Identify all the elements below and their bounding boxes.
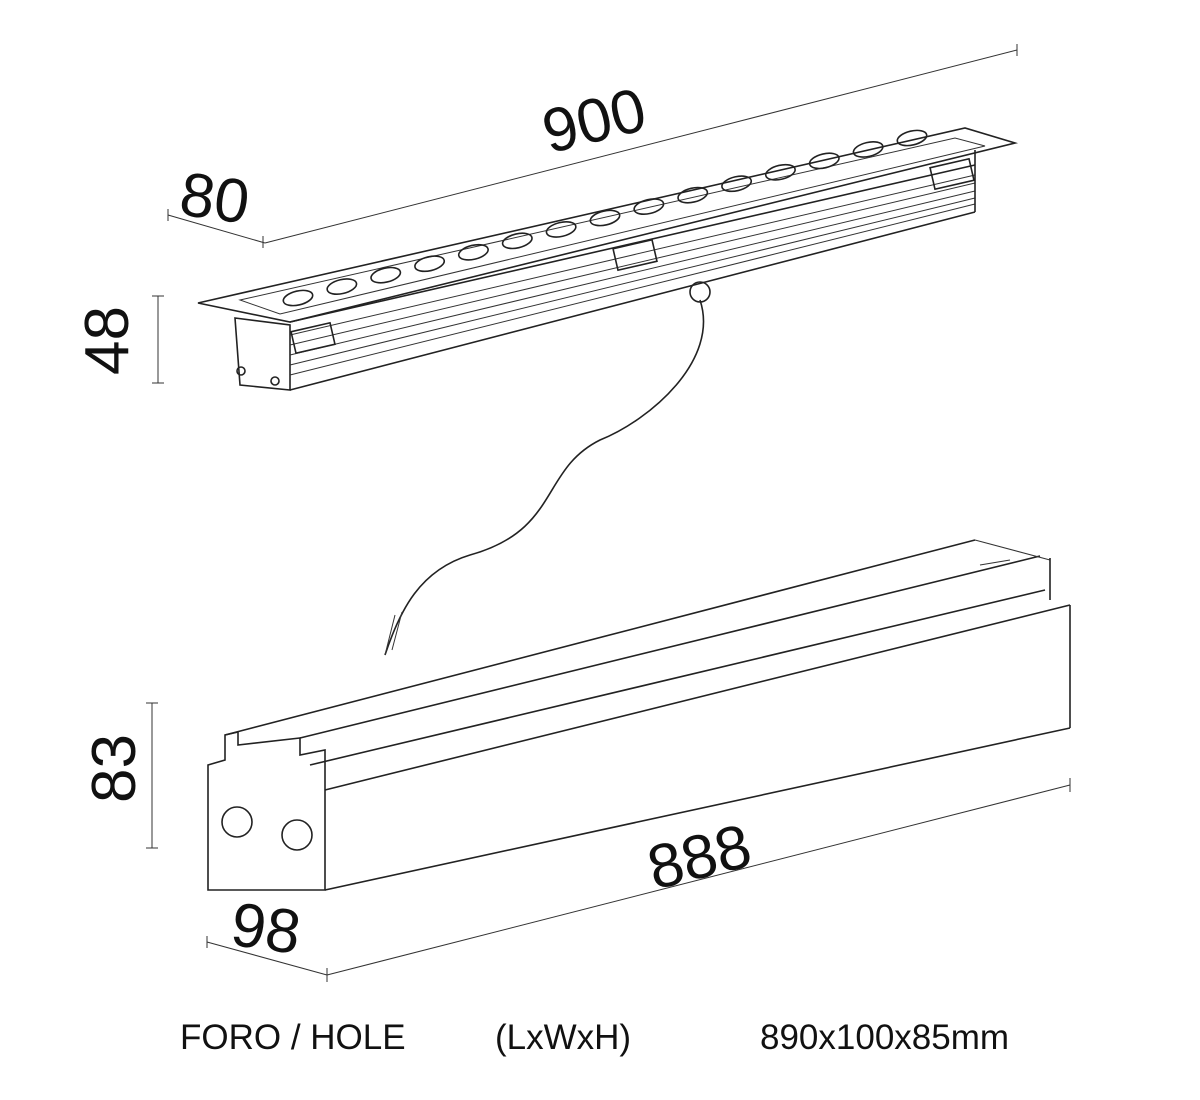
mounting-clip-center [612,238,658,272]
led-fixture [197,127,1019,391]
led-lens [677,186,709,204]
led-lens [896,129,928,147]
installation-box [207,539,1071,891]
led-lens [457,243,489,261]
caption-label: FORO / HOLE [180,1018,406,1057]
dimension-height: 48 [73,306,142,375]
led-lens [370,266,402,284]
dimension-lines-box [146,702,1071,982]
led-lens [282,289,314,307]
fixture-top-plate [197,127,1019,323]
led-lens [589,209,621,227]
cable-gland [689,281,711,303]
mounting-clip-left [290,321,336,355]
mounting-clip-right [929,157,975,191]
cable-wires [384,611,403,656]
power-cable [384,299,705,656]
led-lens [545,221,577,238]
dimension-lines-fixture [152,44,1018,384]
led-lens [721,175,753,193]
screw-icon [236,366,246,376]
led-lens [326,278,358,295]
led-lens [414,255,446,273]
led-lens [764,163,796,181]
caption-value: 890x100x85mm [760,1018,1010,1057]
led-lens [501,232,533,250]
led-lens [808,152,840,170]
dimension-box-width: 98 [227,890,305,968]
fixture-fins [289,150,976,391]
dimension-box-height: 83 [80,734,149,803]
dimension-width: 80 [176,160,254,238]
knockout-hole [221,806,253,838]
screw-icon [270,376,280,386]
caption-format: (LxWxH) [495,1018,632,1057]
knockout-hole [281,819,313,851]
fixture-inner-plate [238,137,986,315]
box-end-face [207,730,326,891]
led-lens [852,141,884,158]
dimension-length: 900 [536,75,653,167]
led-lenses [282,129,928,307]
fixture-end-face [234,317,291,391]
dimension-box-length: 888 [641,811,758,903]
led-lens [633,198,665,215]
